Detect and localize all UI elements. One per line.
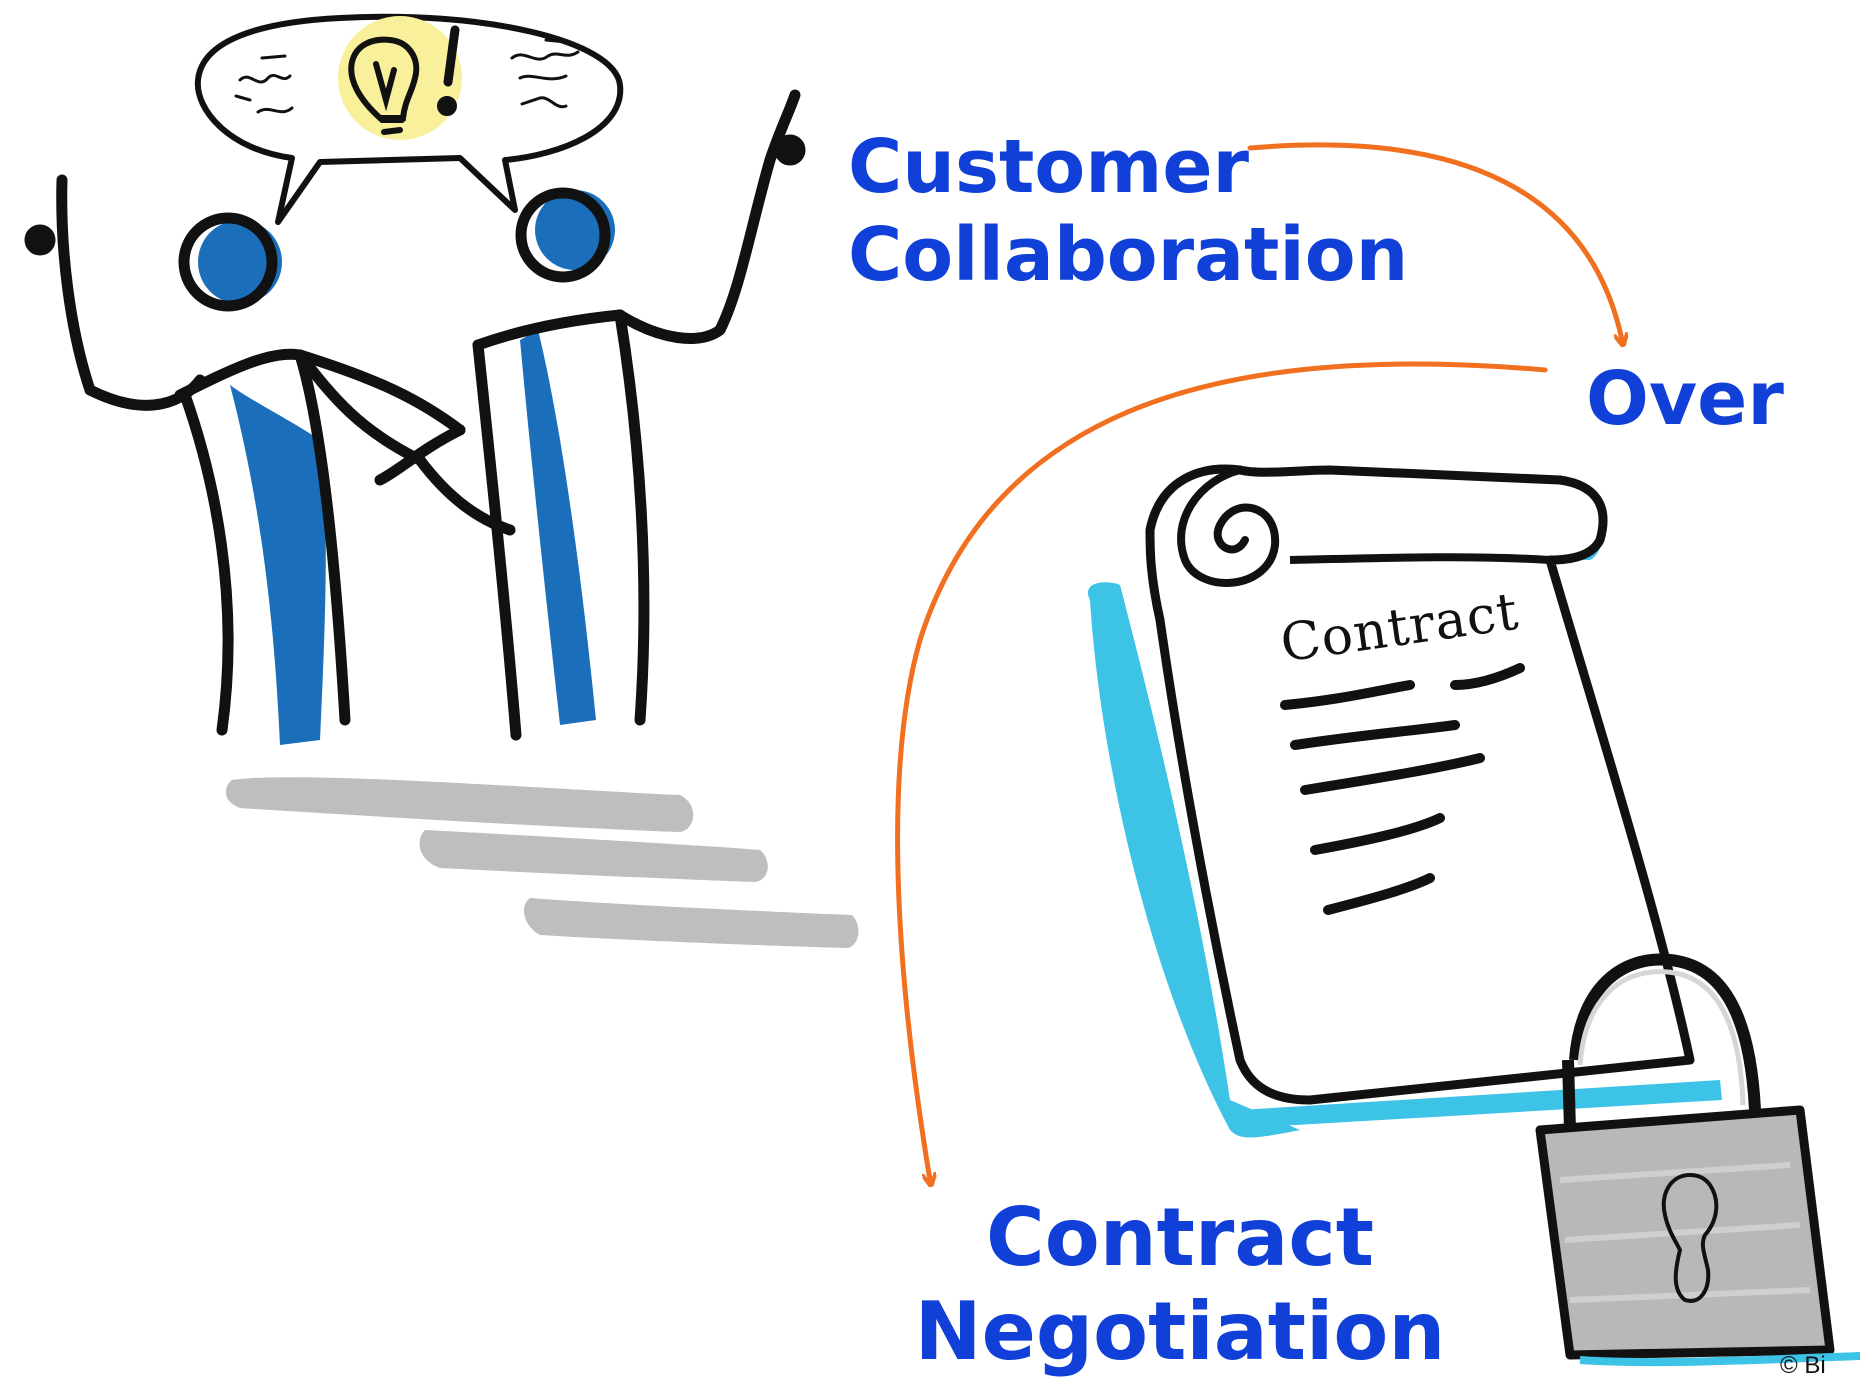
arrow-over-to-contract	[895, 361, 1548, 1180]
speech-bubble-icon	[194, 13, 624, 225]
speech-scribbles	[234, 38, 580, 114]
label-contract-negotiation: Contract Negotiation	[900, 1198, 1460, 1372]
label-customer-collaboration: Customer Collaboration	[848, 130, 1408, 292]
copyright-text: © Bi	[1780, 1352, 1826, 1379]
label-contract-line1: Contract	[986, 1191, 1374, 1284]
people-figures-icon	[24, 89, 806, 745]
label-over: Over	[1586, 356, 1784, 442]
arrow-customer-to-over	[1247, 142, 1622, 340]
contract-text-lines	[1280, 663, 1525, 915]
ground-shadows	[225, 777, 859, 948]
lightbulb-icon	[348, 25, 460, 135]
contract-scroll-icon	[1087, 464, 1722, 1138]
label-customer-line2: Collaboration	[848, 212, 1409, 298]
padlock-icon	[1535, 953, 1861, 1367]
arrows	[895, 142, 1622, 1180]
label-contract-line2: Negotiation	[914, 1285, 1446, 1378]
label-customer-line1: Customer	[848, 124, 1250, 210]
